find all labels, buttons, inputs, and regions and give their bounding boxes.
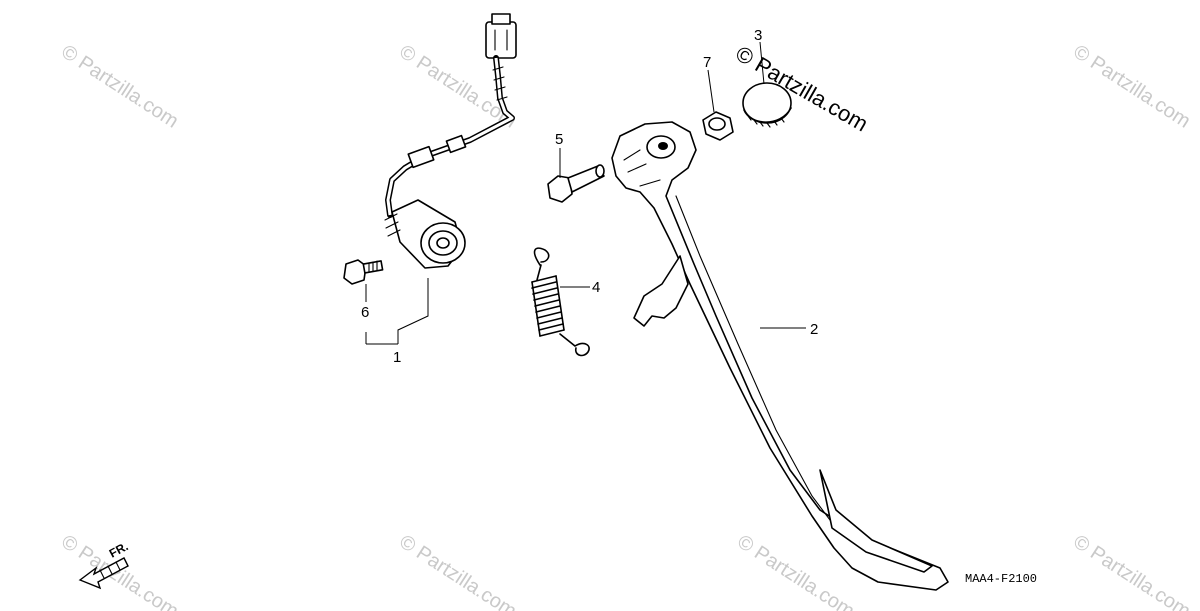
- front-arrow-hatch: [99, 561, 121, 579]
- cap-part-3: [742, 82, 792, 128]
- cap-teeth: [747, 115, 785, 128]
- side-stand-bracket: [633, 255, 689, 327]
- cap-skirt: [743, 107, 792, 123]
- watermark-7: © Partzilla.com: [1069, 531, 1194, 611]
- pivot-hole-center: [658, 142, 668, 150]
- pivot-bolt-shank: [567, 165, 605, 193]
- callout-1: 1: [393, 349, 401, 366]
- stand-inner-edge: [675, 195, 837, 529]
- spring-body-outline: [531, 275, 565, 337]
- leader-lines: [365, 41, 806, 345]
- nut-part-7: [702, 111, 734, 141]
- side-stand-part-2: [611, 121, 949, 591]
- callout-6: 6: [361, 304, 369, 321]
- callout-labels: 1 2 3 4 5 6 7: [361, 27, 818, 366]
- callout-3: 3: [754, 27, 762, 44]
- wire-clamp: [445, 134, 467, 154]
- wire-clamp: [407, 145, 435, 169]
- callout-5: 5: [555, 131, 563, 148]
- callout-4: 4: [592, 279, 600, 296]
- watermark-layer: © Partzilla.com © Partzilla.com © Partzi…: [57, 41, 1194, 611]
- harness-connector: [485, 21, 517, 59]
- pivot-bolt-head: [547, 175, 573, 203]
- switch-plunger: [436, 237, 450, 249]
- spring-hook-arm: [536, 264, 542, 281]
- leader-7: [707, 69, 715, 113]
- side-stand-body: [611, 121, 949, 591]
- harness-wire-inner: [386, 57, 514, 216]
- switch-ribs: [384, 213, 401, 237]
- callout-7: 7: [703, 54, 711, 71]
- diagram-code: MAA4-F2100: [965, 572, 1037, 586]
- spring-hook-top: [533, 247, 550, 266]
- watermark-3: © Partzilla.com: [1069, 41, 1194, 133]
- spring-coils: [531, 275, 565, 337]
- watermark-5: © Partzilla.com: [395, 531, 520, 611]
- spring-part-4: [531, 247, 590, 357]
- front-arrow-icon: [78, 557, 129, 590]
- callout-2: 2: [810, 321, 818, 338]
- spring-hook-bottom: [559, 333, 590, 357]
- stand-pivot-edges: [623, 149, 661, 187]
- bolt-thread: [368, 260, 378, 273]
- leader-3: [759, 41, 765, 85]
- pivot-bolt-part-5: [547, 164, 605, 203]
- bolt-head: [343, 259, 367, 285]
- connector-latch: [491, 13, 511, 25]
- wire-wrap-tape: [492, 66, 508, 101]
- pivot-bolt-end: [595, 164, 605, 178]
- bolt-part-6: [343, 259, 384, 285]
- watermark-1: © Partzilla.com: [57, 41, 182, 133]
- side-stand-switch-part: [384, 13, 517, 269]
- side-stand-foot-pad: [819, 469, 933, 573]
- nut-hole: [708, 117, 726, 131]
- leader-1c: [397, 278, 429, 344]
